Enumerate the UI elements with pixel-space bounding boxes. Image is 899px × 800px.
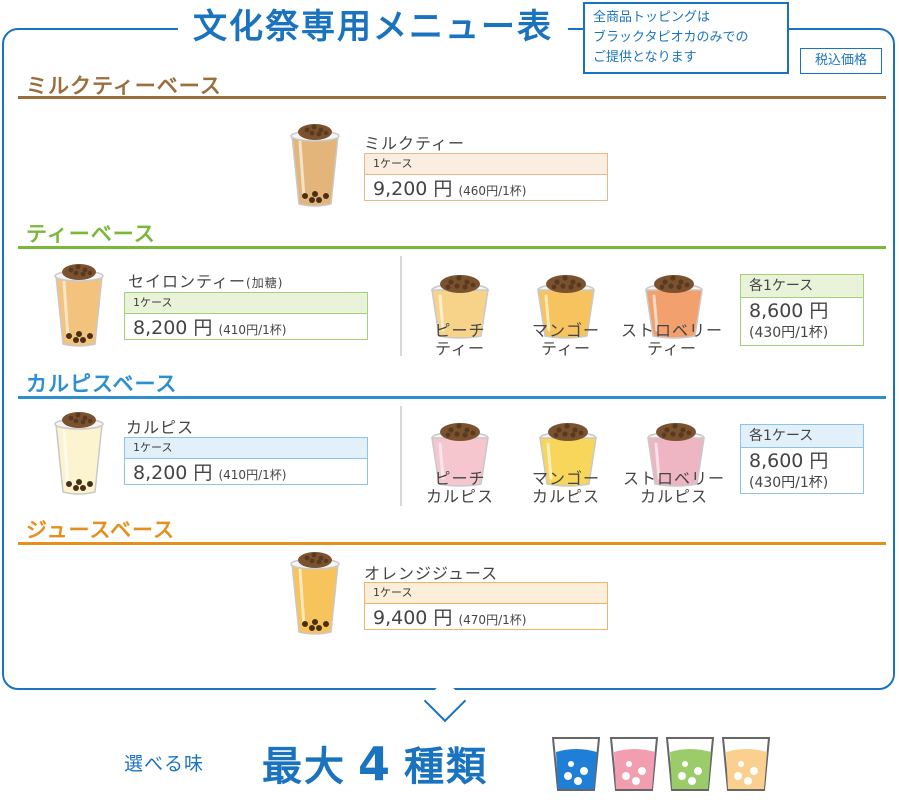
choose-flavor-label: 選べる味	[124, 753, 205, 775]
section-title-tea: ティーベース	[26, 222, 156, 246]
each-case-label: 各1ケース	[741, 275, 863, 298]
product-name-milk-tea: ミルクティー	[364, 134, 466, 153]
each-case-label: 各1ケース	[741, 425, 863, 448]
section-rule-tea	[18, 246, 886, 249]
section-rule-juice	[18, 542, 886, 545]
vertical-divider	[400, 406, 402, 506]
product-name-ceylon-tea: セイロンティー(加糖)	[128, 268, 283, 292]
orange-glass-icon	[721, 737, 771, 791]
price-value: 9,200 円	[373, 178, 453, 200]
unit-price: (460円/1杯)	[458, 184, 527, 198]
milk-tea-cup-icon	[289, 122, 341, 208]
product-name-calpis: カルピス	[126, 418, 195, 437]
product-note: (加糖)	[246, 276, 284, 290]
section-rule-calpis	[18, 396, 886, 399]
each-price-box-calpis: 各1ケース 8,600 円 (430円/1杯)	[740, 424, 864, 494]
notice-line: ブラックタピオカのみでの	[593, 30, 749, 45]
product-name: セイロンティー	[128, 272, 247, 291]
price-value: 8,200 円	[133, 317, 213, 339]
calpis-cup-icon	[53, 410, 105, 496]
unit-price: (410円/1杯)	[218, 468, 287, 482]
vertical-divider	[400, 256, 402, 356]
topping-notice: 全商品トッピングは ブラックタピオカのみでの ご提供となります	[583, 2, 789, 74]
price-value: 8,200 円	[133, 462, 213, 484]
price-box-calpis: 1ケース 8,200 円 (410円/1杯)	[124, 437, 368, 485]
notice-line: 全商品トッピングは	[593, 10, 711, 25]
variant-label-strawberry-calpis: ストロベリーカルピス	[622, 469, 725, 506]
variant-label-peach-tea: ピーチティー	[434, 321, 486, 358]
section-title-calpis: カルピスベース	[26, 372, 178, 396]
each-price-box-tea: 各1ケース 8,600 円 (430円/1杯)	[740, 274, 864, 346]
section-title-milk-tea: ミルクティーベース	[26, 74, 222, 98]
unit-price: (470円/1杯)	[458, 613, 527, 627]
pink-glass-icon	[609, 737, 659, 791]
ceylon-tea-cup-icon	[53, 262, 105, 348]
price-box-orange-juice: 1ケース 9,400 円 (470円/1杯)	[364, 582, 608, 630]
variant-label-mango-calpis: マンゴーカルピス	[531, 469, 600, 506]
green-glass-icon	[665, 737, 715, 791]
case-label: 1ケース	[125, 293, 367, 314]
unit-price: (430円/1杯)	[749, 475, 829, 491]
unit-price: (430円/1杯)	[749, 325, 829, 341]
variant-label-strawberry-tea: ストロベリーティー	[620, 321, 723, 358]
price-value: 8,600 円	[749, 300, 829, 322]
price-box-milk-tea: 1ケース 9,200 円 (460円/1杯)	[364, 153, 608, 201]
section-title-juice: ジュースベース	[26, 518, 175, 542]
price-value: 9,400 円	[373, 607, 453, 629]
case-label: 1ケース	[125, 438, 367, 459]
product-name-orange-juice: オレンジジュース	[364, 564, 499, 583]
case-label: 1ケース	[365, 154, 607, 175]
price-box-ceylon-tea: 1ケース 8,200 円 (410円/1杯)	[124, 292, 368, 340]
variant-label-mango-tea: マンゴーティー	[531, 321, 600, 358]
variant-label-peach-calpis: ピーチカルピス	[425, 469, 494, 506]
unit-price: (410円/1杯)	[218, 323, 287, 337]
section-rule-milk-tea	[18, 96, 886, 99]
blue-glass-icon	[551, 737, 601, 791]
case-label: 1ケース	[365, 583, 607, 604]
price-value: 8,600 円	[749, 450, 829, 472]
orange-juice-cup-icon	[289, 550, 341, 636]
page-title: 文化祭専用メニュー表	[178, 0, 568, 54]
notice-line: ご提供となります	[593, 50, 697, 65]
tax-included-badge: 税込価格	[800, 48, 882, 74]
